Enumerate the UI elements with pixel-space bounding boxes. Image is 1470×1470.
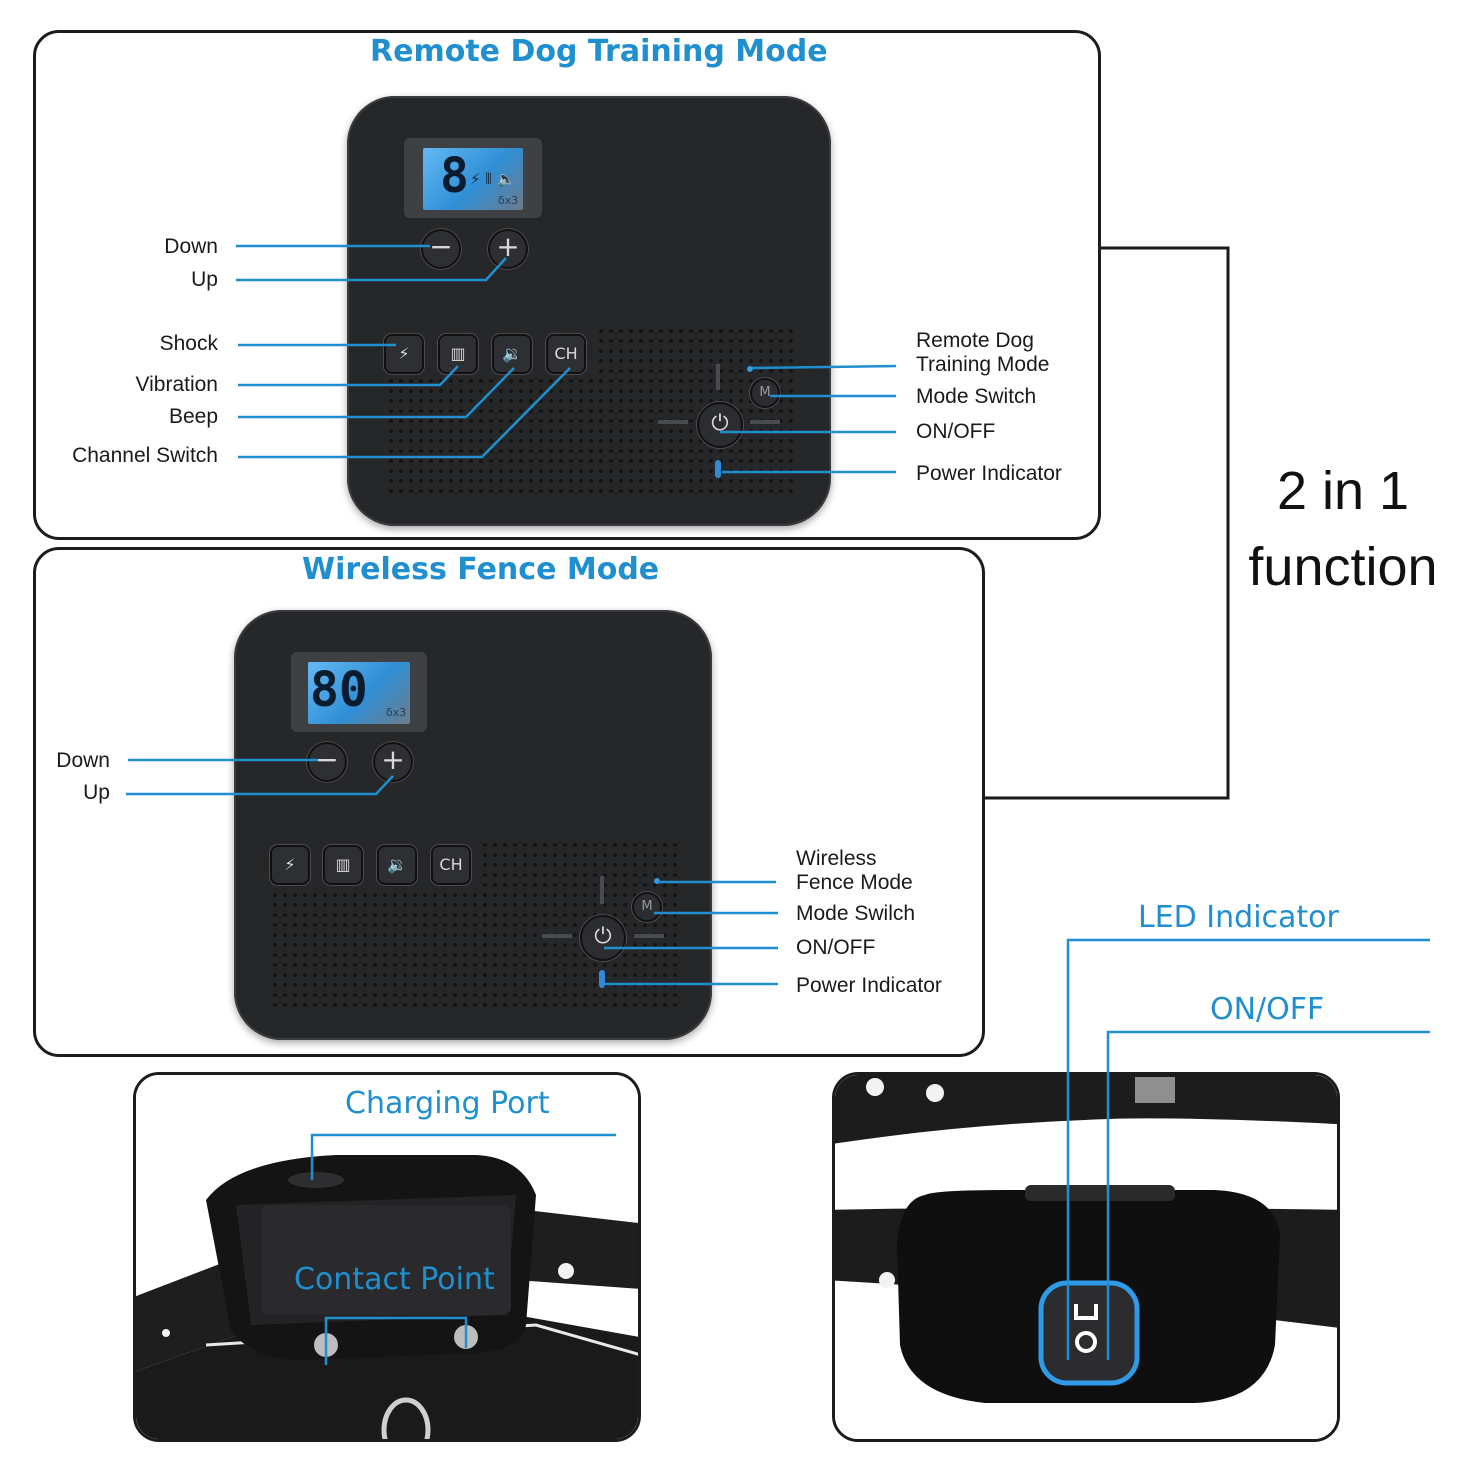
beep-button[interactable]: 🔉 <box>377 845 417 885</box>
collar-front-image <box>835 1075 1337 1439</box>
up-button[interactable]: + <box>373 742 413 782</box>
beep-button[interactable]: 🔉 <box>492 334 532 374</box>
power-tick-right <box>634 934 664 938</box>
vibration-button[interactable]: ▥ <box>438 334 478 374</box>
label-beep: Beep <box>168 405 218 428</box>
lcd-channel-text: δx3 <box>498 194 519 207</box>
label-mode-switch: Mode Switch <box>916 385 1037 408</box>
label-up: Up <box>83 781 110 804</box>
label-vibration: Vibration <box>135 373 218 396</box>
label-down: Down <box>164 235 218 258</box>
speaker-grille <box>480 840 680 1008</box>
label-power-indicator: Power Indicator <box>796 974 942 997</box>
mode-switch-button[interactable]: M <box>750 378 780 408</box>
charging-port-label: Charging Port <box>345 1086 550 1121</box>
training-mode-title: Remote Dog Training Mode <box>370 34 828 69</box>
power-button[interactable]: ⏻ <box>697 402 743 448</box>
training-mode-led <box>747 366 753 372</box>
shock-button[interactable]: ⚡ <box>384 334 424 374</box>
power-button[interactable]: ⏻ <box>580 915 626 961</box>
label-mode-switch: Mode Swilch <box>796 902 916 925</box>
power-tick-left <box>542 934 572 938</box>
up-button[interactable]: + <box>488 229 528 269</box>
power-tick-left <box>658 420 688 424</box>
label-on-off: ON/OFF <box>796 936 876 959</box>
channel-button[interactable]: CH <box>546 334 586 374</box>
lcd-mode-icons: ⚡ ⦀ 🔈 <box>470 170 516 188</box>
label-remote-mode-1: Remote Dog <box>916 329 1034 352</box>
speaker-grille-lower <box>270 890 486 1008</box>
speaker-grille <box>596 326 796 496</box>
two-in-one-line2: function <box>1248 537 1438 597</box>
collar-front-panel <box>832 1072 1340 1442</box>
label-down: Down <box>56 749 110 772</box>
lcd-channel-text: δx3 <box>386 706 407 719</box>
fence-mode-title: Wireless Fence Mode <box>302 552 660 587</box>
speaker-grille-lower <box>386 376 602 496</box>
fence-mode-led <box>654 878 660 884</box>
power-tick-top <box>600 876 604 904</box>
power-indicator-led <box>715 460 721 478</box>
collar-back-image <box>136 1075 638 1439</box>
vibration-button[interactable]: ▥ <box>323 845 363 885</box>
two-in-one-line1: 2 in 1 <box>1276 461 1410 521</box>
label-fence-mode-1: Wireless <box>796 847 877 870</box>
down-button[interactable]: − <box>307 742 347 782</box>
led-indicator-label: LED Indicator <box>1138 900 1339 935</box>
label-fence-mode-2: Fence Mode <box>796 871 913 894</box>
label-power-indicator: Power Indicator <box>916 462 1062 485</box>
label-channel-switch: Channel Switch <box>72 444 218 467</box>
power-tick-right <box>750 420 780 424</box>
lcd-digit: 80 <box>310 662 368 718</box>
collar-back-panel <box>133 1072 641 1442</box>
label-shock: Shock <box>159 332 218 355</box>
label-up: Up <box>191 268 218 291</box>
lcd-digit: 8 <box>440 148 469 204</box>
channel-button[interactable]: CH <box>431 845 471 885</box>
on-off-label: ON/OFF <box>1210 992 1325 1027</box>
mode-switch-button[interactable]: M <box>632 892 662 922</box>
down-button[interactable]: − <box>421 229 461 269</box>
contact-point-label: Contact Point <box>294 1262 495 1297</box>
lcd-screen <box>308 662 410 724</box>
lcd-screen <box>423 148 523 210</box>
power-tick-top <box>716 364 720 390</box>
shock-button[interactable]: ⚡ <box>270 845 310 885</box>
label-remote-mode-2: Training Mode <box>916 353 1050 376</box>
label-on-off: ON/OFF <box>916 420 996 443</box>
power-indicator-led <box>599 970 605 988</box>
